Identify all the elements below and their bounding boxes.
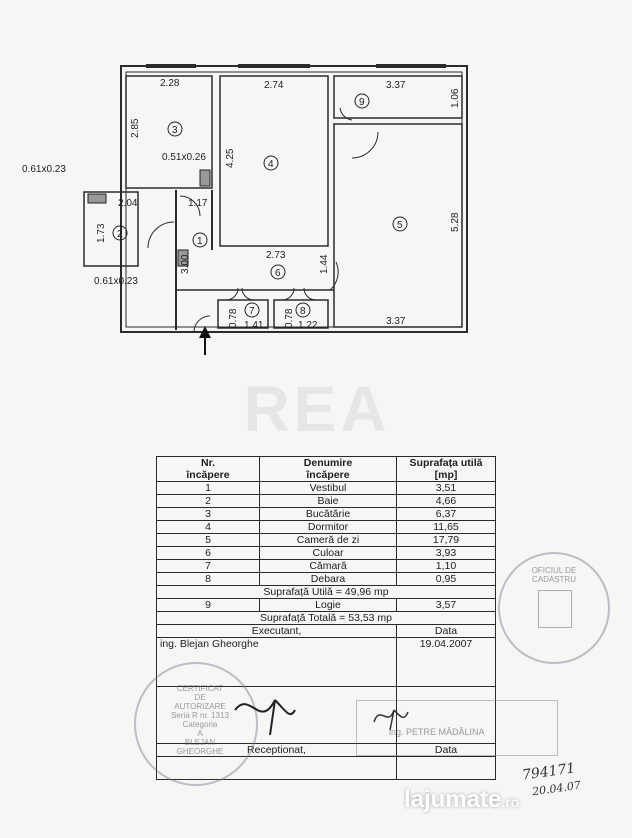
- dim-label: 0.61x0.23: [22, 164, 66, 175]
- dim-label: 3.37: [386, 80, 406, 91]
- dim-label: 1.17: [188, 198, 208, 209]
- cadastre-stamp: OFICIUL DE CADASTRU: [498, 552, 610, 664]
- site-logo[interactable]: lajumate.ro: [404, 786, 624, 822]
- dim-label: 1.06: [450, 88, 461, 108]
- dim-label: 2.28: [160, 78, 180, 89]
- watermark-logo: REA: [243, 373, 391, 445]
- dim-label: 1.41: [244, 320, 264, 331]
- table-total-row: Suprafață Totală = 53,53 mp: [156, 611, 496, 625]
- room-number: 6: [275, 268, 281, 279]
- executant-header-row: Executant, Data: [156, 624, 496, 638]
- middle-stamp: ing. PETRE MĂDĂLINA: [356, 700, 558, 756]
- dim-label: 0.61x0.23: [94, 276, 138, 287]
- data-label: Data: [396, 624, 496, 638]
- dim-label: 1.22: [298, 320, 318, 331]
- dim-label: 2.74: [264, 80, 284, 91]
- room-number: 5: [397, 220, 403, 231]
- dim-label: 0.78: [228, 308, 239, 328]
- table-total-row: Suprafață Utilă = 49,96 mp: [156, 585, 496, 599]
- dim-label: 2.73: [266, 250, 286, 261]
- dim-label: 3.37: [386, 316, 406, 327]
- dim-label: 2.85: [130, 118, 141, 138]
- dim-label: 1.44: [319, 254, 330, 274]
- dim-label: 4.25: [225, 148, 236, 168]
- plan-room-numbers: 3 4 9 5 2 1 6 7 8: [117, 97, 403, 317]
- authorization-stamp-text: CERTIFICAT DE AUTORIZARE Seria R nr. 131…: [171, 684, 229, 756]
- logo-suffix: .ro: [501, 794, 520, 810]
- dim-label: 1.73: [96, 223, 107, 243]
- dim-label: 3.00: [180, 254, 191, 274]
- header-nr: Nr.încăpere: [156, 456, 260, 482]
- signature-2: [370, 702, 410, 736]
- plan-room-circles: [112, 93, 408, 318]
- authorization-stamp: [134, 662, 258, 786]
- dim-label: 0.51x0.26: [162, 152, 206, 163]
- room-number: 9: [359, 97, 365, 108]
- room-number: 1: [197, 236, 203, 247]
- executant-date: 19.04.2007: [396, 637, 496, 687]
- entrance-arrow-icon: [199, 326, 211, 355]
- plan-dimensions: 2.28 2.74 3.37 1.06 2.85 4.25 0.51x0.26 …: [22, 78, 461, 331]
- room-number: 4: [268, 159, 274, 170]
- logo-text: lajumate: [404, 786, 502, 813]
- room-number: 7: [249, 306, 255, 317]
- plan-ducts: [87, 169, 211, 267]
- header-area: Suprafața utilă[mp]: [396, 456, 496, 482]
- dim-label: 2.04: [118, 198, 138, 209]
- executant-label: Executant,: [156, 624, 397, 638]
- plan-doors: [147, 107, 379, 333]
- dim-label: 0.78: [284, 308, 295, 328]
- dim-label: 5.28: [450, 212, 461, 232]
- coat-of-arms-icon: [538, 590, 572, 628]
- signature: [230, 690, 300, 746]
- room-number: 8: [300, 306, 306, 317]
- plan-walls: [83, 64, 468, 333]
- room-number: 2: [117, 229, 123, 240]
- room-number: 3: [172, 125, 178, 136]
- floor-plan: 3 4 9 5 2 1 6 7 8 2.28 2.74 3.37 1.06 2.…: [22, 64, 468, 355]
